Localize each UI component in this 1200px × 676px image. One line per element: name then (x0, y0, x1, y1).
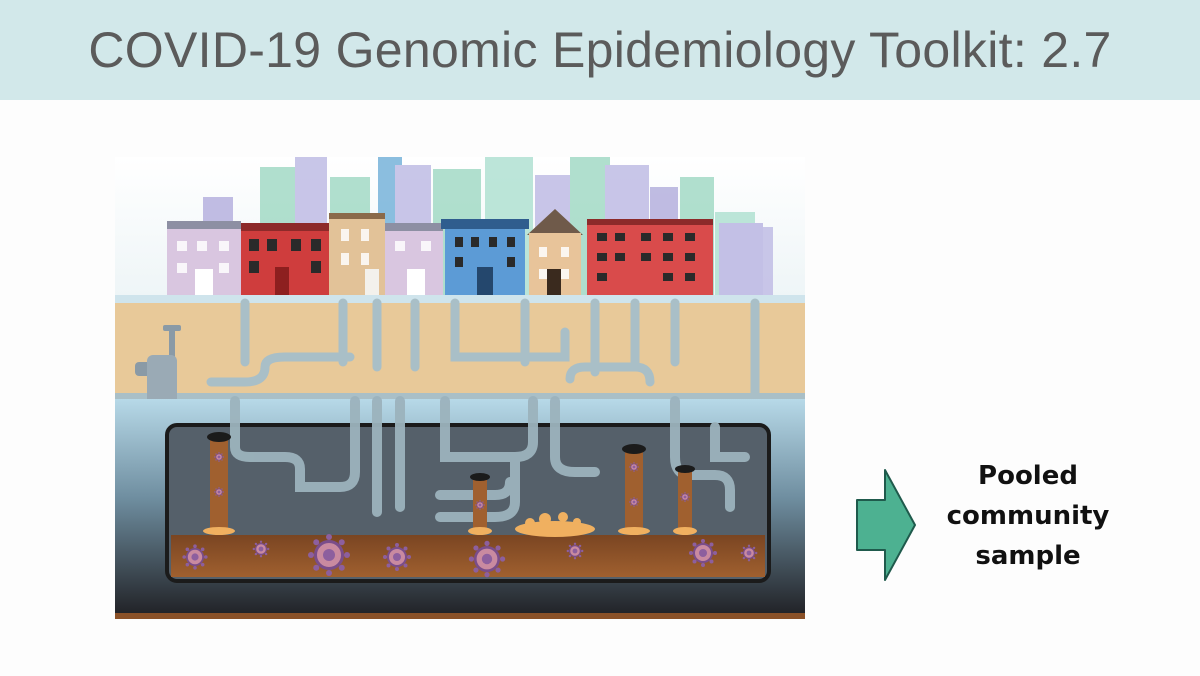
caption-line-3: sample (975, 541, 1081, 571)
slide-title: COVID-19 Genomic Epidemiology Toolkit: 2… (88, 22, 1112, 78)
pooled-sample-caption: Pooled community sample (930, 456, 1126, 576)
caption-line-1: Pooled (978, 461, 1078, 491)
right-arrow-icon (855, 468, 917, 582)
caption-line-2: community (946, 501, 1110, 531)
sewage-flow (171, 535, 765, 577)
title-bar: COVID-19 Genomic Epidemiology Toolkit: 2… (0, 0, 1200, 100)
valve (135, 325, 181, 410)
city-sewer-illustration (115, 157, 805, 619)
houses (167, 209, 763, 297)
